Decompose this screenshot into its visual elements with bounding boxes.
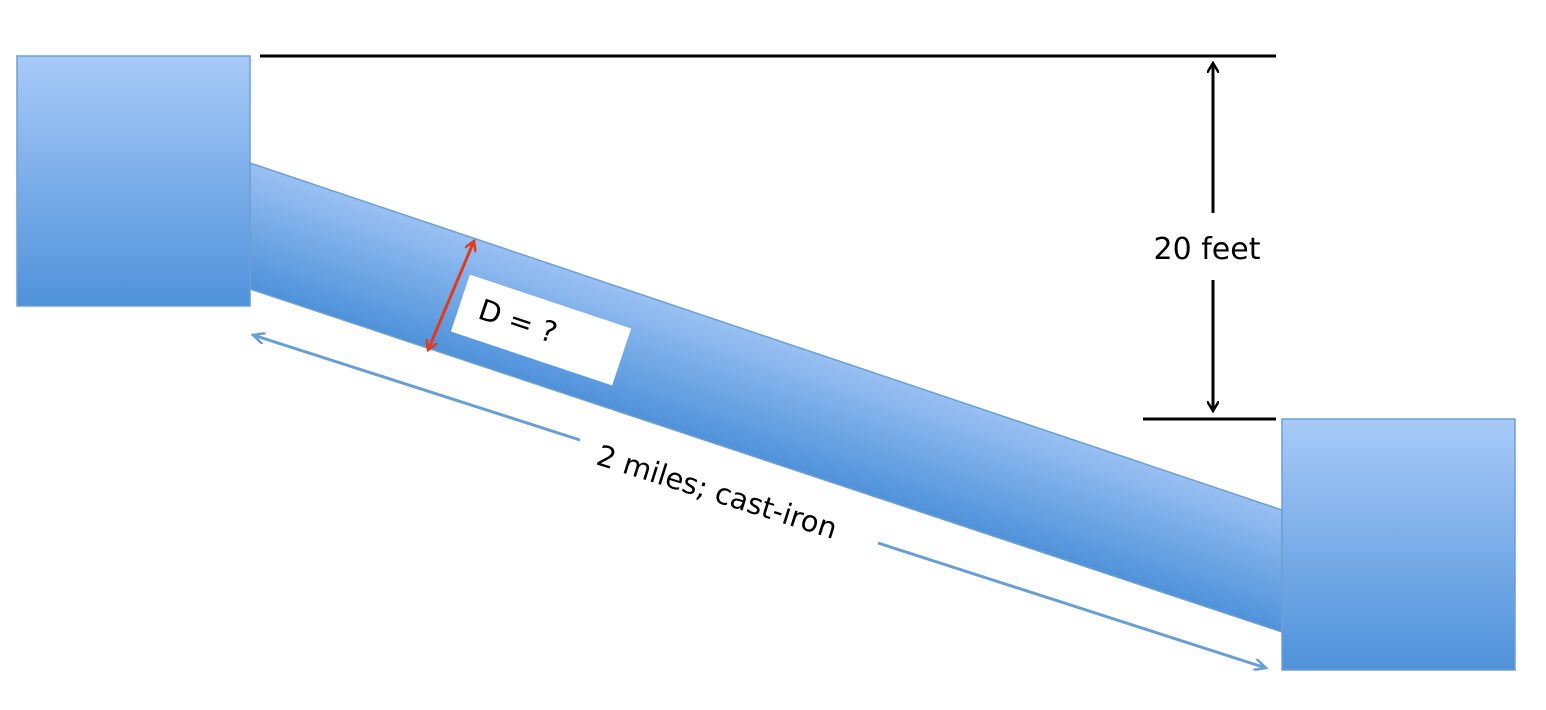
pipe — [249, 161, 1283, 634]
height-label: 20 feet — [1154, 232, 1261, 267]
length-arrow-right — [877, 541, 1266, 668]
diameter-label-box: D = ? — [450, 274, 632, 386]
lower-reservoir — [1281, 418, 1516, 671]
diameter-arrow — [428, 241, 474, 350]
length-arrow-left — [253, 335, 581, 442]
upper-reservoir — [16, 55, 251, 307]
